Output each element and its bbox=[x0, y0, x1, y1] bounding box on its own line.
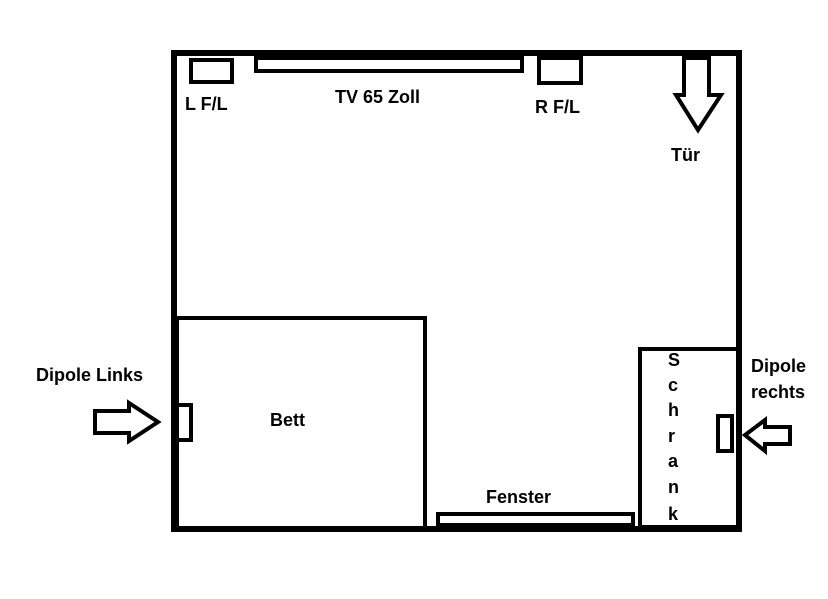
wardrobe-letter: c bbox=[668, 375, 678, 395]
wardrobe-letter: k bbox=[668, 504, 679, 524]
right-dipole-box bbox=[716, 414, 734, 453]
wardrobe-letter: h bbox=[668, 400, 679, 420]
dipole-right-label-line1: Dipole bbox=[751, 356, 806, 376]
window-label: Fenster bbox=[486, 487, 551, 507]
left-dipole-arrow-icon bbox=[93, 399, 162, 445]
right-dipole-arrow-icon bbox=[741, 416, 792, 456]
window-shape bbox=[436, 512, 635, 527]
left-speaker-box bbox=[189, 58, 234, 84]
room-walls bbox=[171, 50, 742, 532]
door-label: Tür bbox=[671, 145, 700, 165]
wardrobe-letter: r bbox=[668, 426, 675, 446]
bed-label: Bett bbox=[270, 410, 305, 430]
wardrobe-shape bbox=[638, 347, 740, 529]
left-speaker-label: L F/L bbox=[185, 94, 228, 114]
wardrobe-letter: n bbox=[668, 477, 679, 497]
tv-label: TV 65 Zoll bbox=[335, 87, 420, 107]
dipole-left-label: Dipole Links bbox=[36, 365, 143, 385]
dipole-right-label-line2: rechts bbox=[751, 382, 805, 402]
right-speaker-box bbox=[537, 56, 583, 85]
wardrobe-letter: S bbox=[668, 350, 680, 370]
left-dipole-box bbox=[175, 403, 193, 442]
tv-shape bbox=[254, 56, 524, 73]
right-speaker-label: R F/L bbox=[535, 97, 580, 117]
wardrobe-letter: a bbox=[668, 451, 679, 471]
door-arrow-icon bbox=[672, 56, 725, 134]
